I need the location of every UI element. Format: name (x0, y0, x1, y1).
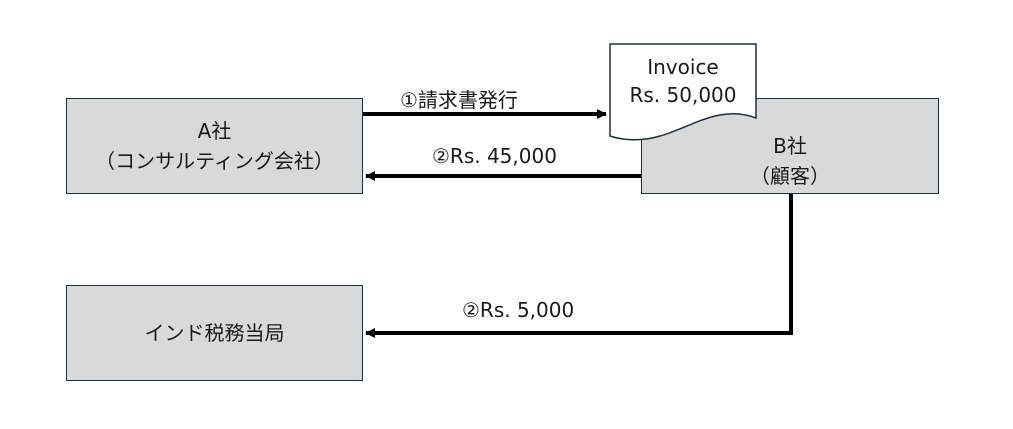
company-a-name: A社 (197, 119, 232, 143)
company-a-description: （コンサルティング会社） (95, 149, 334, 173)
payment-to-tax-label: ②Rs. 5,000 (462, 298, 575, 322)
company-b-box: B社 （顧客） (641, 98, 939, 194)
payment-to-a-label: ②Rs. 45,000 (432, 144, 557, 168)
company-a-box: A社 （コンサルティング会社） (66, 98, 363, 194)
company-b-name: B社 (773, 134, 807, 158)
tax-authority-box: インド税務当局 (66, 285, 363, 381)
invoice-title: Invoice (647, 55, 719, 79)
arrow-payment-to-tax (365, 194, 793, 338)
invoice-amount: Rs. 50,000 (629, 83, 737, 107)
company-b-description: （顧客） (750, 164, 830, 188)
tax-authority-label: インド税務当局 (144, 321, 285, 345)
issue-invoice-label: ①請求書発行 (400, 88, 518, 112)
invoice-text: Invoice Rs. 50,000 (610, 53, 756, 109)
